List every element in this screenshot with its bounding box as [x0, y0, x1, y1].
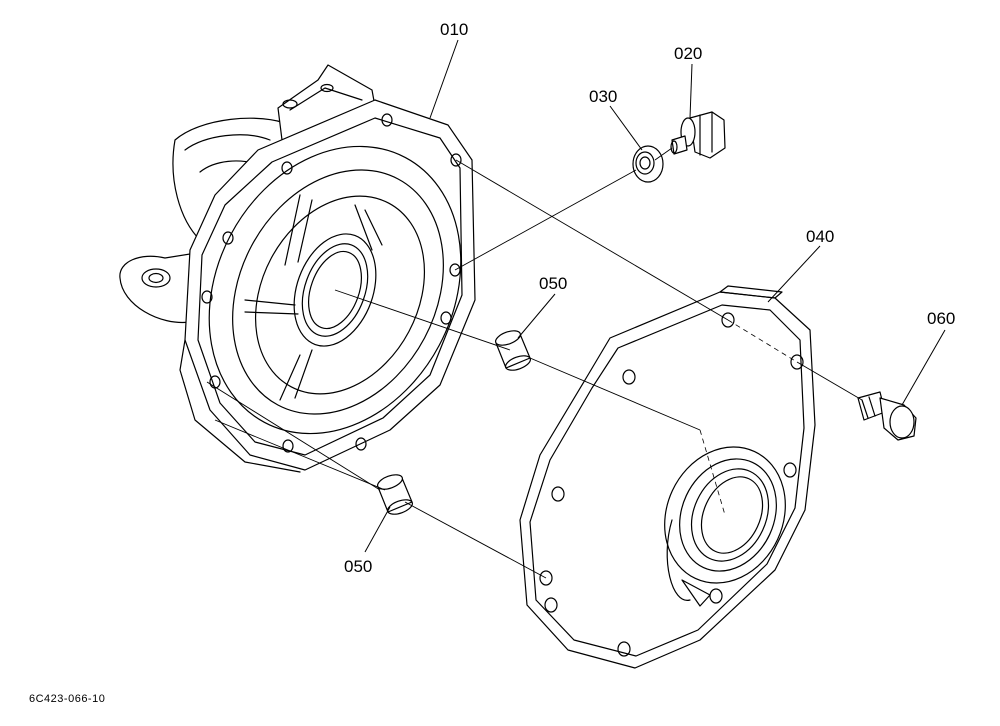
- label-010: 010: [440, 20, 468, 39]
- washer-030: [632, 145, 664, 183]
- drawing-id: 6C423-066-10: [29, 693, 106, 705]
- label-020: 020: [674, 44, 702, 63]
- housing-010: [119, 64, 476, 473]
- label-060: 060: [927, 309, 955, 328]
- pin-050-upper: [495, 330, 531, 371]
- bolt-060: [857, 391, 917, 441]
- label-040: 040: [806, 227, 834, 246]
- label-050-upper: 050: [539, 274, 567, 293]
- pin-050-lower: [377, 474, 413, 515]
- plug-020: [670, 111, 726, 159]
- label-050-lower: 050: [344, 557, 372, 576]
- leader-lines: [364, 39, 946, 553]
- assembly-lines: [206, 147, 863, 579]
- label-030: 030: [589, 87, 617, 106]
- cover-040: [519, 285, 816, 669]
